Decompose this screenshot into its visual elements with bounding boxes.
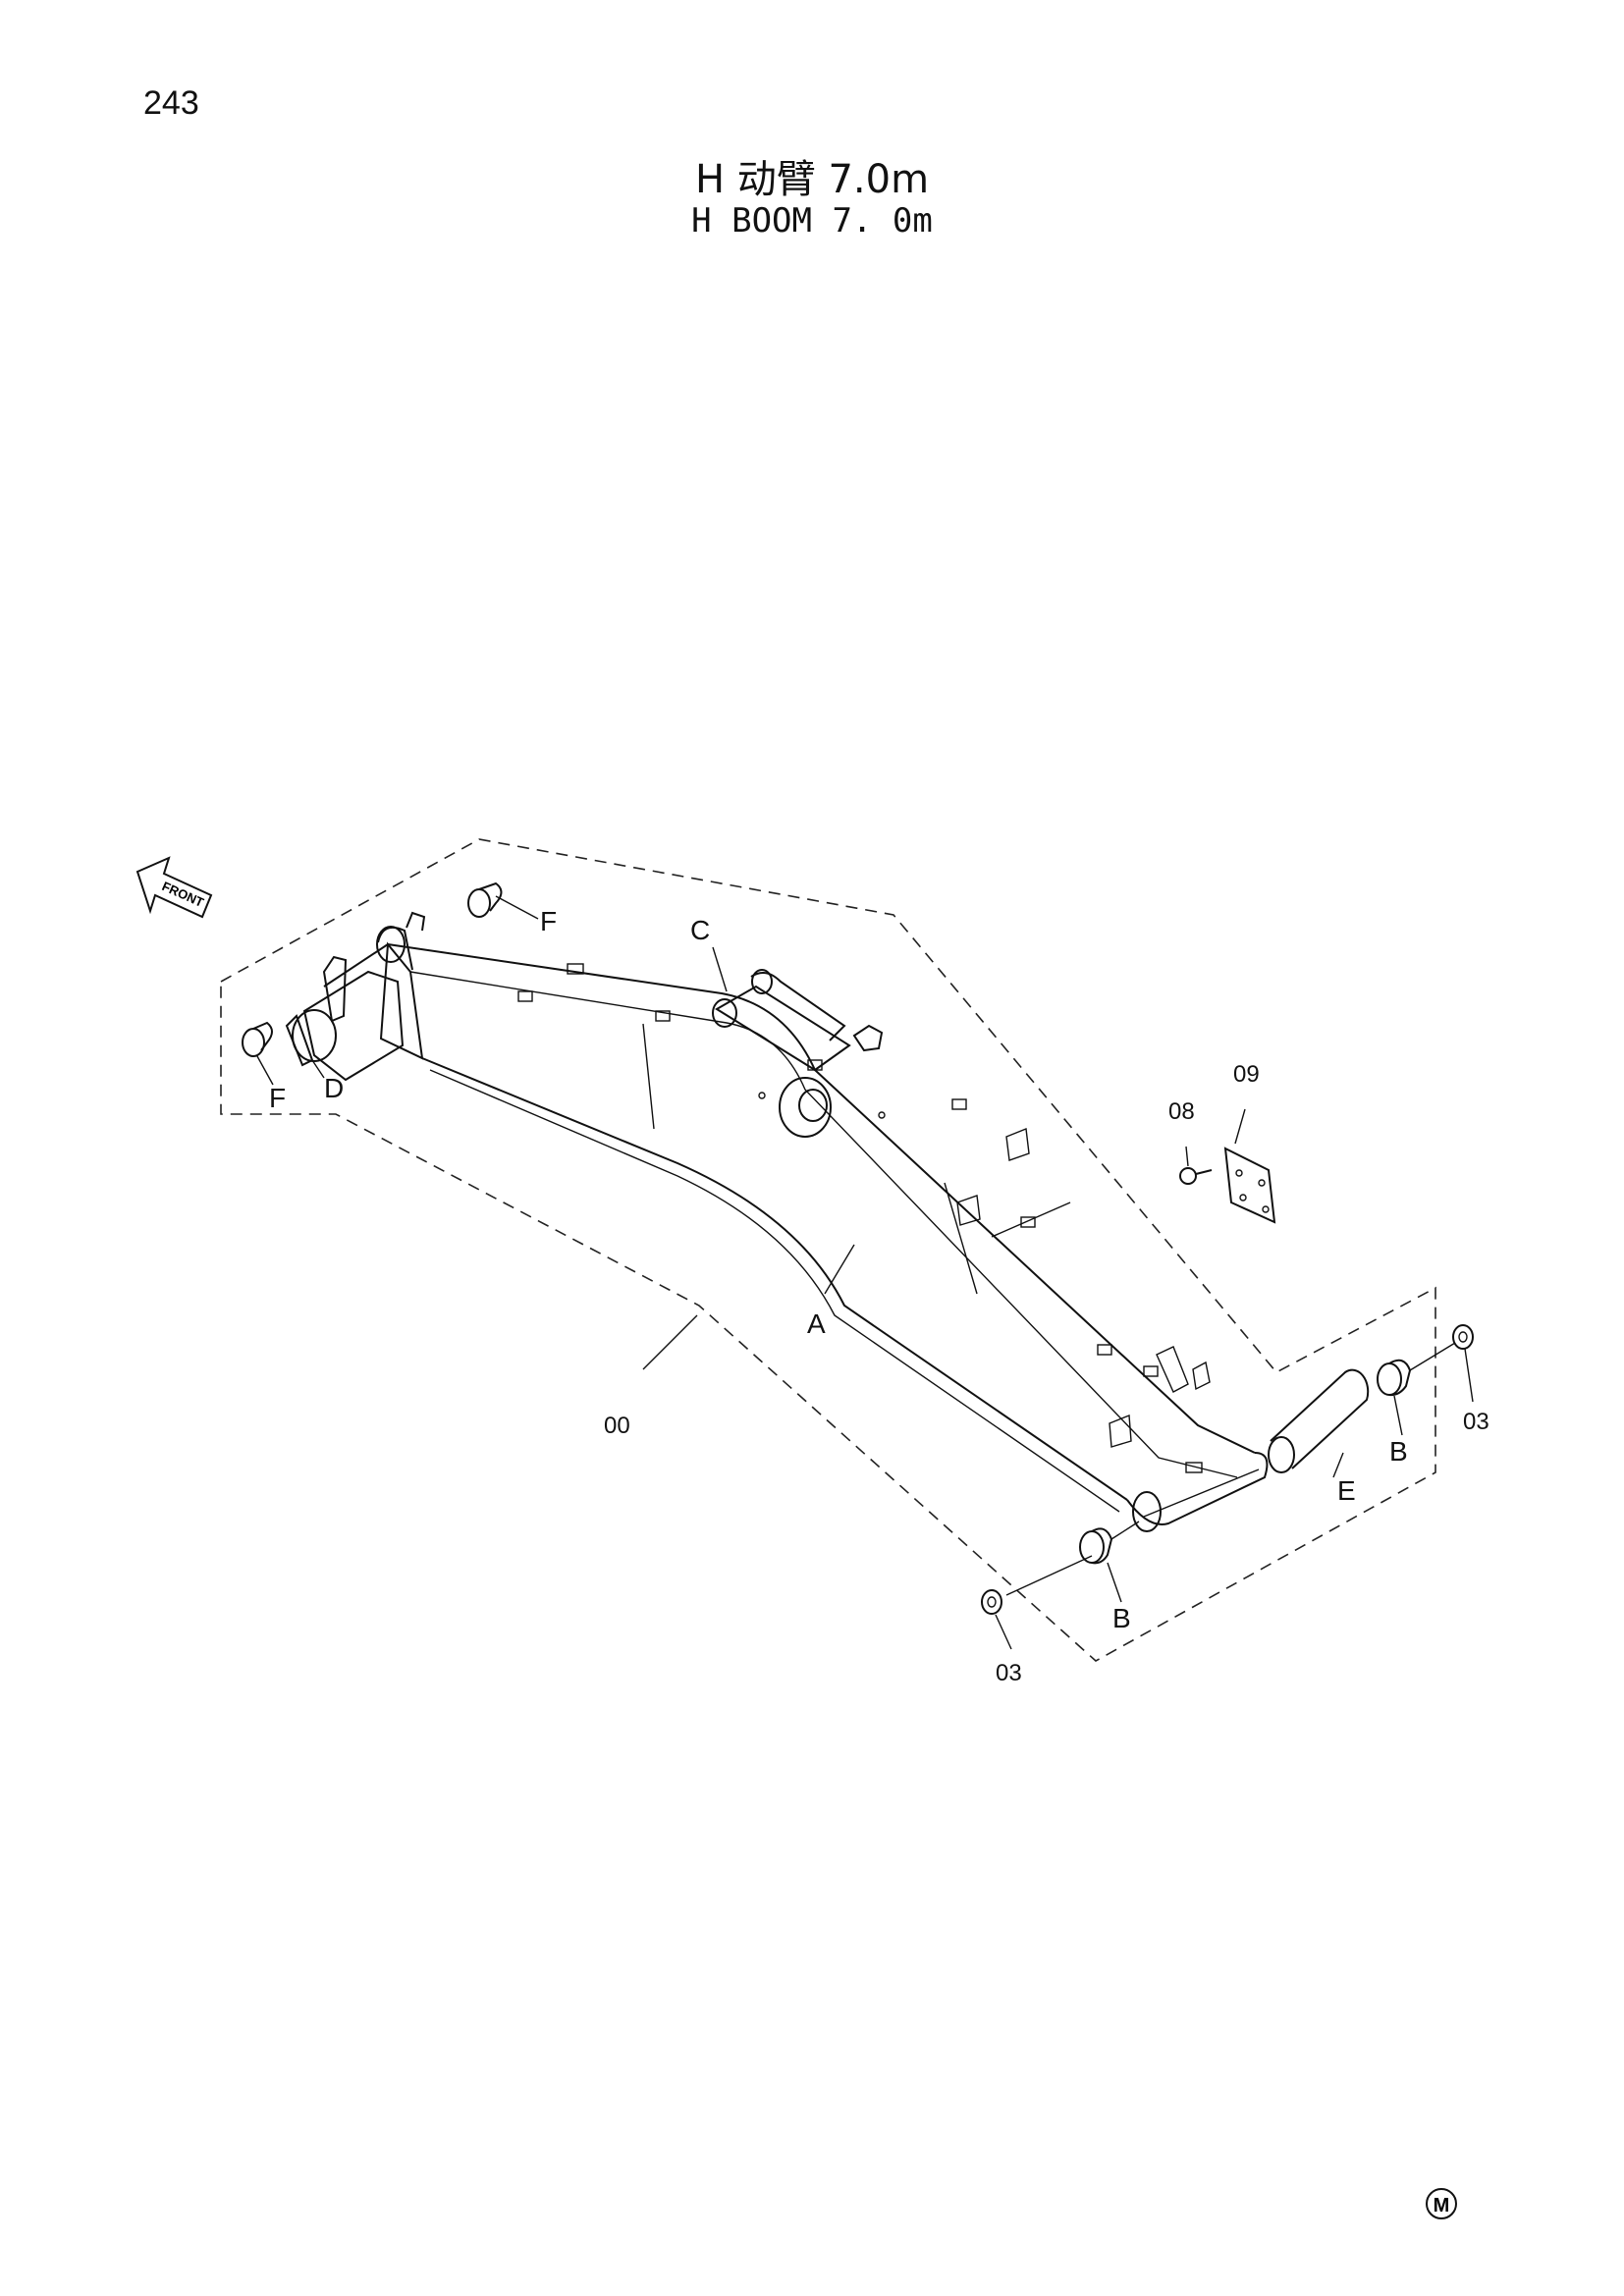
page-title-en: H BOOM 7. 0m	[691, 201, 933, 240]
page-title-cn: H 动臂 7.0m	[694, 157, 930, 202]
bushing-b-left	[1005, 1521, 1140, 1596]
callout-09: 09	[1233, 1061, 1260, 1088]
bushing-f-top	[467, 881, 539, 920]
page-number: 243	[143, 84, 199, 122]
callout-b-right: B	[1389, 1436, 1408, 1467]
front-arrow-icon: FRONT	[135, 856, 213, 919]
bushing-f-left	[242, 1021, 273, 1057]
callout-03-left: 03	[996, 1660, 1022, 1686]
callout-c: C	[690, 915, 710, 945]
plate-d	[285, 1014, 325, 1079]
callout-f-top: F	[540, 906, 557, 936]
bolt-08	[1179, 1146, 1213, 1185]
assembly-boundary	[220, 838, 1436, 1662]
bushing-b-right	[1377, 1342, 1456, 1397]
boom-body	[292, 911, 1269, 1532]
callout-08: 08	[1168, 1098, 1195, 1125]
callout-d: D	[324, 1073, 344, 1103]
callout-00: 00	[604, 1413, 630, 1439]
pin-e	[1268, 1368, 1370, 1478]
washer-03-left	[981, 1589, 1002, 1615]
plate-09	[1223, 1108, 1276, 1224]
callout-e: E	[1337, 1475, 1356, 1506]
callout-f-left: F	[269, 1083, 286, 1113]
callout-b-left: B	[1112, 1603, 1131, 1633]
callout-a: A	[807, 1308, 826, 1339]
callout-03-right: 03	[1463, 1409, 1489, 1435]
circled-m-mark: M	[1426, 2188, 1457, 2219]
washer-03-right	[1452, 1324, 1474, 1350]
circled-m-letter: M	[1434, 2195, 1450, 2216]
leader-lines	[256, 946, 1474, 1650]
